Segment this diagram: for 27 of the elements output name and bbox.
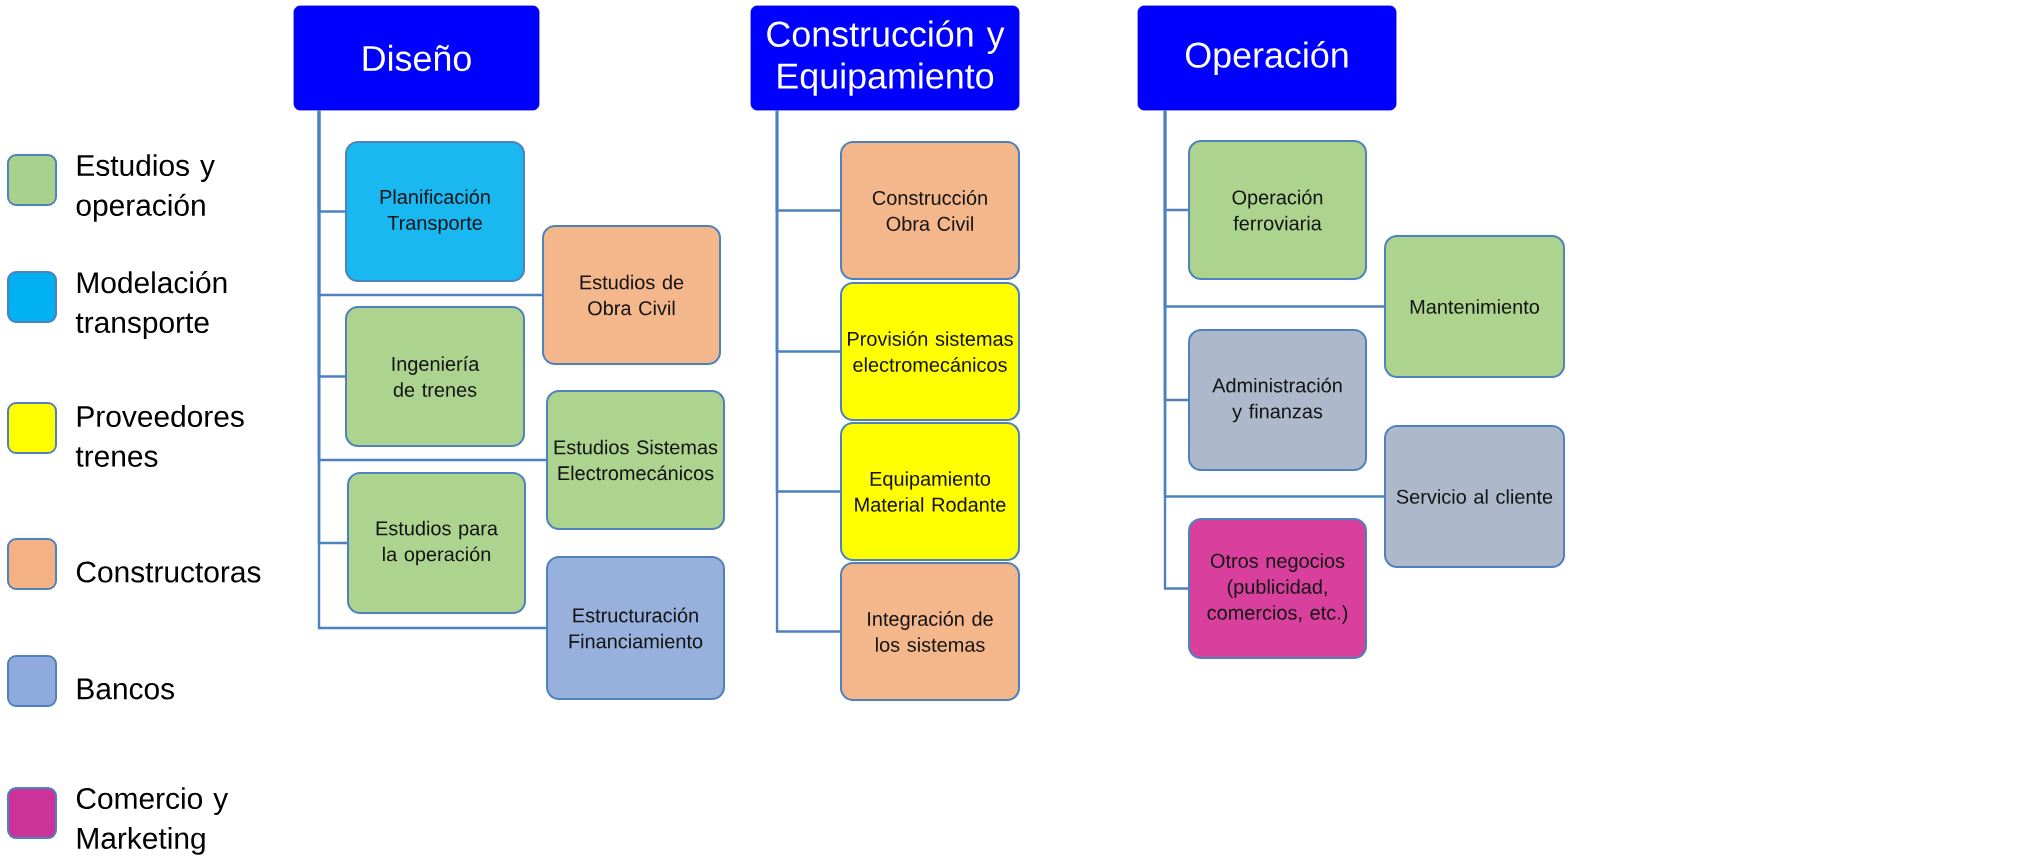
process-box: Estudios para la operación — [347, 472, 526, 614]
header-box: Diseño — [293, 5, 540, 111]
process-box: Construcción Obra Civil — [840, 141, 1020, 280]
legend-label: Estudios y operación — [76, 154, 215, 222]
process-box: Ingeniería de trenes — [345, 306, 525, 447]
process-box: Equipamiento Material Rodante — [840, 422, 1020, 561]
legend-label: Proveedores trenes — [75, 405, 244, 467]
process-box: Provisión sistemas electromecánicos — [840, 282, 1020, 421]
process-box: Estudios Sistemas Electromecánicos — [546, 390, 725, 530]
process-box: Mantenimiento — [1384, 235, 1566, 378]
connector-line — [1163, 110, 1188, 590]
process-box: Integración de los sistemas — [840, 562, 1020, 701]
header-box: Operación — [1137, 5, 1397, 111]
legend-label: Bancos — [77, 678, 174, 700]
legend-label: Constructoras — [76, 561, 261, 583]
process-box: Administración y finanzas — [1188, 329, 1367, 471]
header-box: Construcción y Equipamiento — [750, 5, 1020, 111]
process-box: Estudios de Obra Civil — [542, 225, 721, 365]
process-box: Estructuración Financiamiento — [546, 556, 725, 700]
process-box: Servicio al cliente — [1384, 425, 1566, 568]
process-box: Otros negocios (publicidad, comercios, etc.) — [1188, 518, 1367, 659]
process-box: Planificación Transporte — [345, 141, 525, 282]
legend-label: Modelación transporte — [75, 271, 227, 339]
connector-line — [317, 110, 546, 630]
connector-line — [775, 110, 840, 633]
process-box: Operación ferroviaria — [1188, 140, 1367, 280]
legend-label: Comercio y Marketing — [76, 787, 229, 855]
